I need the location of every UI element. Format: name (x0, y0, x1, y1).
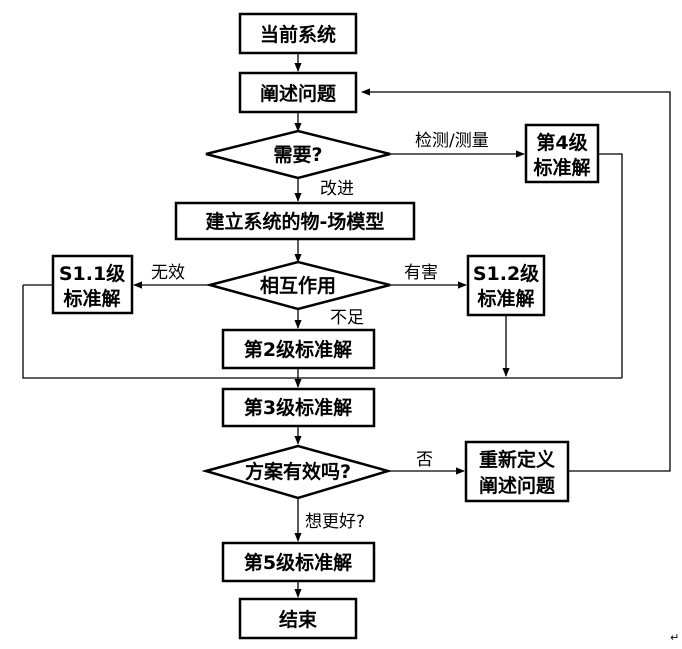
node-s11-box (51, 254, 134, 315)
node-s12-box (466, 254, 546, 317)
node-current-system-box (238, 12, 358, 55)
node-level5: 第5级标准解 (244, 551, 352, 574)
node-build-model-box (174, 201, 416, 241)
arrow-redefine-to-state (361, 88, 671, 472)
edge-label-harmful: 有害 (404, 263, 438, 283)
node-redefine-box (464, 440, 570, 503)
node-state-problem: 阐述问题 (260, 83, 336, 105)
node-current-system: 当前系统 (260, 23, 336, 46)
edge-label-detect-measure: 检测/测量 (415, 131, 489, 151)
node-level4-line2: 标准解 (533, 156, 590, 179)
decision-need-label: 需要? (273, 144, 322, 166)
edge-label-no: 否 (416, 450, 433, 470)
node-state-problem-box (238, 71, 358, 114)
merge-s11 (22, 285, 298, 379)
node-s11-line2: 标准解 (63, 287, 120, 310)
decision-interaction (205, 260, 391, 311)
edge-label-improve: 改进 (320, 179, 354, 199)
node-level3: 第3级标准解 (244, 396, 352, 419)
connectors (22, 53, 671, 598)
node-level4-line1: 第4级 (536, 131, 587, 154)
node-level2: 第2级标准解 (244, 338, 352, 361)
decision-interaction-label: 相互作用 (260, 274, 336, 297)
line-level4-down (598, 153, 623, 378)
edge-label-insufficient: 不足 (330, 308, 364, 328)
decision-effective-label: 方案有效吗? (245, 460, 351, 483)
edge-label-better: 想更好? (305, 512, 365, 532)
edge-label-ineffective: 无效 (151, 263, 185, 283)
node-build-model: 建立系统的物-场模型 (206, 210, 385, 233)
paragraph-mark: ↵ (670, 631, 679, 644)
node-s12-line1: S1.2级 (473, 262, 539, 285)
node-s11-line1: S1.1级 (59, 262, 125, 285)
node-redefine-line2: 阐述问题 (479, 475, 555, 497)
node-level4-box (524, 123, 600, 184)
node-level5-box (221, 541, 376, 583)
decision-need (205, 129, 391, 180)
node-s12-line2: 标准解 (477, 287, 534, 310)
node-level3-box (221, 387, 376, 428)
node-redefine-line1: 重新定义 (479, 448, 555, 471)
decision-effective (201, 444, 393, 500)
node-end: 结束 (279, 608, 318, 631)
node-end-box (238, 597, 358, 640)
node-level2-box (221, 328, 376, 370)
